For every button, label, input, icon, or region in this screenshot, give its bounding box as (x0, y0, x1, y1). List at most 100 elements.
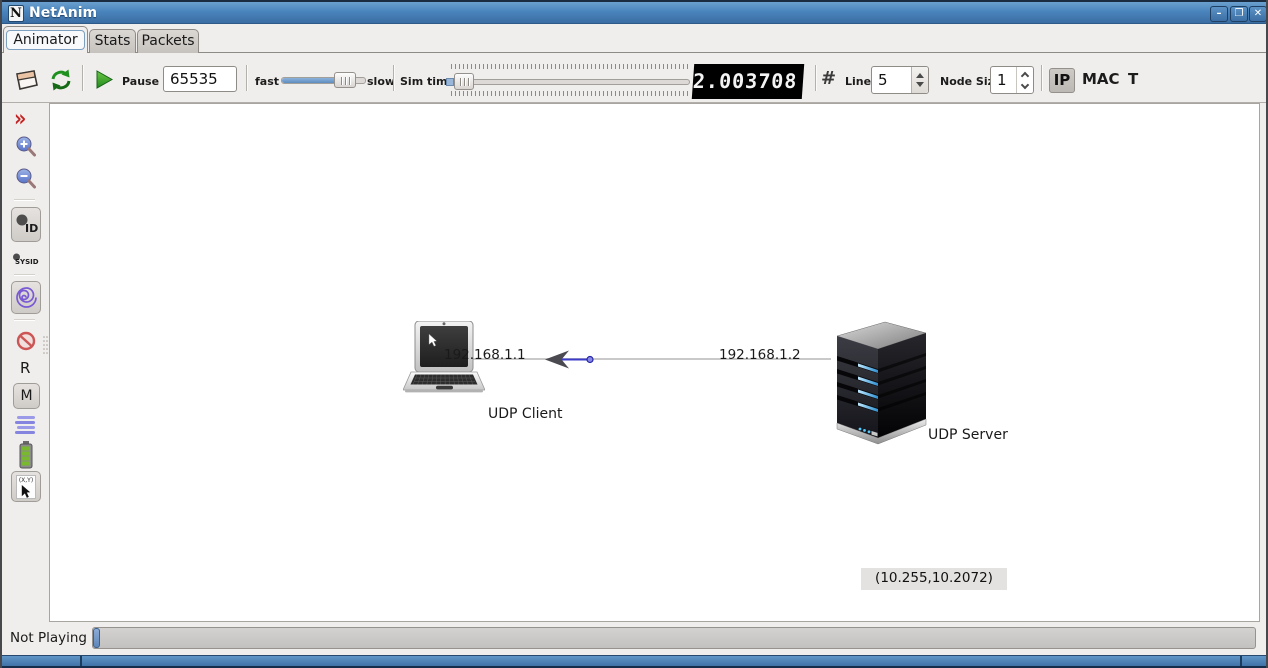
node-udp-server[interactable] (827, 319, 933, 445)
client-ip-label: 192.168.1.1 (444, 347, 526, 363)
webcam-dot (442, 322, 446, 326)
lines-value: 5 (878, 71, 888, 89)
playback-progress-thumb[interactable] (93, 628, 100, 648)
toolbar-separator (815, 65, 816, 91)
sim-time-slider-handle[interactable] (454, 73, 474, 90)
window-right-border (1266, 0, 1268, 668)
node-id-button[interactable]: ID (11, 207, 41, 242)
toolbar-separator (246, 65, 247, 91)
tab-packets[interactable]: Packets (137, 29, 199, 53)
server-ip-label: 192.168.1.2 (719, 347, 801, 363)
app-icon: N (8, 5, 24, 22)
show-mac-button[interactable]: MAC (1082, 70, 1120, 88)
arrowhead (545, 350, 569, 369)
lines-spinbox[interactable]: 5 (871, 66, 929, 94)
open-trace-icon (16, 70, 38, 90)
maximize-button[interactable]: ❐ (1230, 6, 1248, 22)
slow-label: slow (367, 75, 396, 88)
tab-animator-label: Animator (6, 30, 85, 50)
packet-dot (586, 355, 594, 364)
server-status-leds (858, 427, 878, 437)
mouse-position-button[interactable]: (X,Y) (11, 471, 41, 502)
sidebar-separator (14, 274, 35, 276)
sys-id-button[interactable]: SYSID (12, 250, 40, 271)
zoom-out-button[interactable] (15, 167, 37, 195)
grid-icon[interactable]: # (821, 68, 837, 89)
sidebar-separator (14, 319, 35, 321)
speed-slider-fill (282, 78, 340, 83)
show-ip-button[interactable]: IP (1049, 68, 1075, 93)
zoom-in-icon (16, 136, 36, 157)
server-led-slats (837, 356, 878, 413)
node-id-icon: ID (16, 214, 38, 235)
node-size-value: 1 (997, 71, 1007, 89)
lines-spin-arrows[interactable] (911, 67, 928, 93)
spin-down-icon[interactable] (1020, 80, 1030, 90)
tab-stats[interactable]: Stats (89, 29, 136, 53)
xy-label: (X,Y) (18, 477, 34, 484)
battery-icon (19, 441, 33, 469)
refresh-icon (51, 69, 71, 91)
side-toolbar: » ID (0, 103, 49, 622)
svg-text:SYSID: SYSID (15, 258, 39, 266)
fast-label: fast (255, 75, 280, 88)
node-size-spinbox[interactable]: 1 (990, 66, 1034, 94)
block-packets-button[interactable] (16, 331, 36, 355)
animator-toolbar: Pause At fast slow Sim time 2.003708 # L… (0, 53, 1268, 103)
routing-button[interactable]: R (20, 359, 31, 377)
tab-bar: Animator Stats Packets (0, 24, 1268, 53)
zoom-out-icon (16, 168, 36, 189)
sim-time-lcd: 2.003708 (691, 64, 805, 99)
cursor-icon (21, 485, 31, 498)
play-button[interactable] (95, 70, 114, 89)
sim-time-ticks-top (451, 64, 688, 69)
speed-slider[interactable] (281, 77, 366, 84)
pause-at-label: Pause At (122, 75, 177, 88)
client-node-label: UDP Client (488, 406, 563, 422)
window-left-border (0, 0, 2, 668)
zoom-in-button[interactable] (15, 135, 37, 163)
tab-animator[interactable]: Animator (3, 26, 88, 53)
reload-button[interactable] (49, 68, 73, 92)
svg-text:ID: ID (25, 222, 38, 235)
sim-time-slider[interactable] (446, 79, 690, 85)
mouse-coordinates-readout: (10.255,10.2072) (861, 568, 1007, 590)
screen-cursor-icon (428, 333, 438, 347)
open-trace-button[interactable] (14, 69, 40, 91)
lines-list-icon (15, 416, 35, 434)
toolbar-separator (1041, 65, 1042, 91)
spin-up-icon[interactable] (916, 73, 924, 78)
sidebar-separator (14, 199, 35, 201)
touchpad (436, 385, 453, 390)
node-size-spin-arrows[interactable] (1016, 67, 1033, 93)
play-icon (96, 70, 114, 89)
window-title: NetAnim (29, 5, 98, 21)
pause-at-input[interactable] (163, 66, 237, 92)
playback-progress-slider[interactable] (92, 627, 1256, 649)
minimize-button[interactable]: – (1210, 6, 1228, 22)
wireless-circles-icon (16, 287, 37, 308)
server-node-label: UDP Server (928, 427, 1008, 443)
lines-label: Lines (845, 75, 878, 88)
title-bar[interactable]: N NetAnim – ❐ ✕ (0, 0, 1268, 24)
wireless-circles-button[interactable] (11, 281, 41, 314)
p2p-link-line (461, 358, 831, 360)
close-button[interactable]: ✕ (1249, 6, 1267, 22)
toolbar-separator (393, 65, 394, 91)
battery-button[interactable] (19, 441, 33, 473)
toolbar-drag-handle[interactable] (43, 335, 49, 355)
spin-up-icon[interactable] (1020, 71, 1030, 81)
speed-slider-handle[interactable] (334, 72, 356, 88)
show-node-text-button[interactable]: T (1128, 70, 1139, 88)
meta-lines-button[interactable] (15, 415, 37, 439)
prohibited-icon (16, 331, 36, 351)
mobility-button[interactable]: M (13, 383, 40, 409)
animation-canvas[interactable]: 192.168.1.1 192.168.1.2 UDP Client UDP S… (49, 103, 1260, 622)
spin-down-icon[interactable] (916, 82, 924, 87)
playback-status-label: Not Playing (10, 630, 87, 646)
bottom-edge-separator (1240, 656, 1242, 667)
sim-time-label: Sim time (400, 75, 455, 88)
node-udp-client[interactable] (403, 321, 485, 399)
unicast-arrows-button[interactable]: » (14, 104, 26, 132)
